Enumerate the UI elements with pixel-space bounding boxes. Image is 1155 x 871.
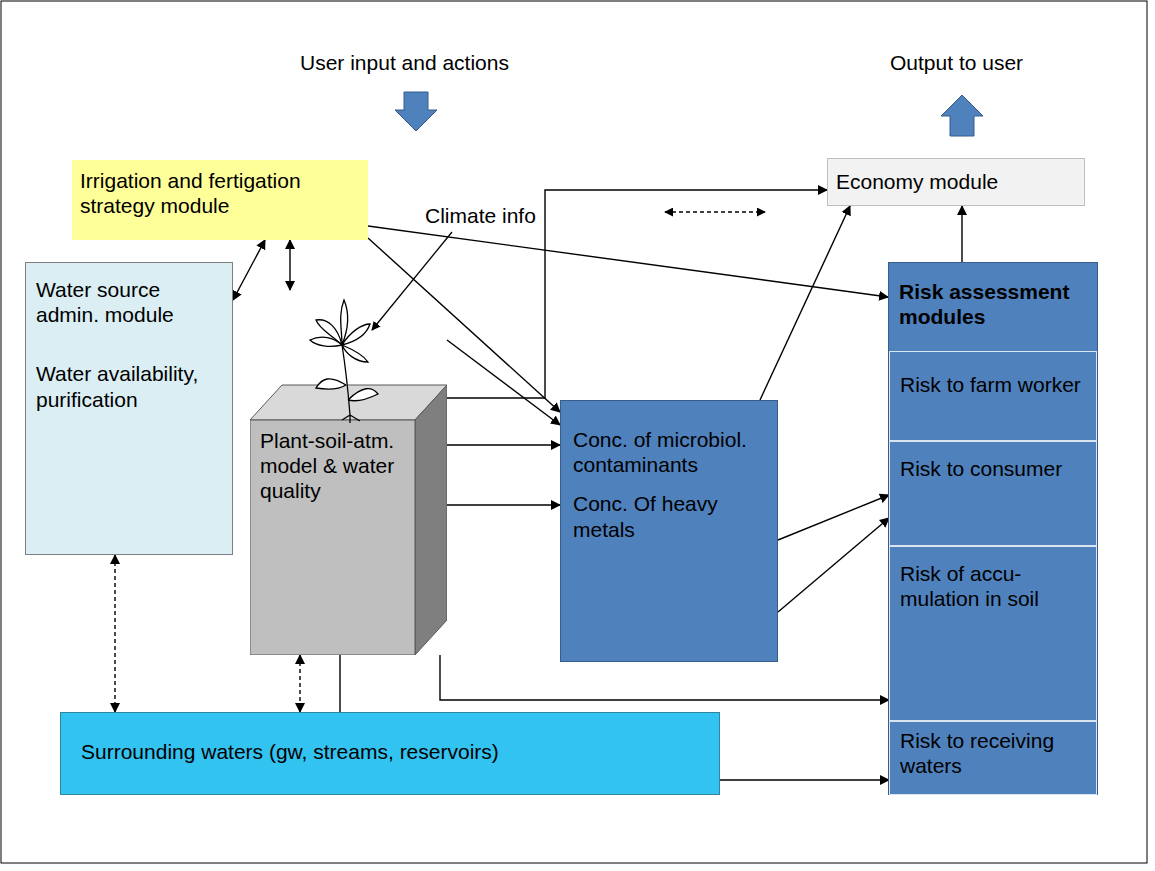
node-title: Risk to consumer [900, 456, 1086, 481]
node-title: Irrigation and fertigation strategy modu… [80, 168, 360, 218]
plant-stroke [316, 379, 346, 389]
risk-box: Risk to farm worker [889, 351, 1097, 441]
cube-face [415, 385, 447, 655]
surrounding-waters-band: Surrounding waters (gw, streams, reservo… [60, 712, 720, 795]
connector [368, 226, 888, 297]
risk-box: Risk to receiving waters [889, 721, 1097, 795]
plant-soil-model: Plant-soil-atm. model & water quality [250, 290, 447, 655]
plant-stroke [342, 345, 368, 362]
node-title: Risk of accu- mulation in soil [900, 561, 1086, 611]
connector [778, 495, 889, 540]
node-text: Conc. Of heavy metals [573, 491, 765, 541]
output-label: Output to user [890, 50, 1023, 75]
economy-module: Economy module [827, 158, 1085, 206]
input-block-arrow [395, 92, 437, 131]
node-title: Risk to receiving waters [900, 728, 1086, 778]
node-title: Economy module [836, 169, 1076, 194]
risk-box: Risk of accu- mulation in soil [889, 546, 1097, 721]
node-title: Plant-soil-atm. model & water quality [260, 428, 439, 504]
dashed-double-arrow [665, 211, 765, 212]
strategy-module: Irrigation and fertigation strategy modu… [72, 160, 368, 240]
connector [447, 340, 560, 425]
connector [447, 504, 560, 505]
connector [961, 206, 962, 262]
concentration-box: Conc. of microbiol. contaminantsConc. Of… [560, 400, 778, 662]
node-title: Risk assessment modules [899, 279, 1087, 329]
connector [760, 206, 850, 400]
node-title: Conc. of microbiol. contaminants [573, 427, 765, 477]
risk-assessment-column: Risk assessment modulesRisk to farm work… [888, 262, 1098, 795]
connector [289, 240, 290, 290]
output-block-arrow [941, 95, 983, 136]
dashed-connector [114, 555, 115, 712]
node-title: Surrounding waters (gw, streams, reservo… [81, 739, 699, 764]
climate-leader [372, 232, 452, 330]
node-title: Risk to farm worker [900, 372, 1086, 397]
plant-stroke [342, 345, 350, 415]
plant-stroke [310, 337, 342, 346]
connector [447, 444, 560, 445]
plant-stroke [342, 415, 360, 423]
water-source-module: Water source admin. moduleWater availabi… [25, 262, 233, 555]
connector [778, 518, 889, 612]
input-label: User input and actions [300, 50, 509, 75]
connector [233, 240, 265, 300]
plant-stroke [348, 389, 378, 401]
climate-label: Climate info [425, 203, 536, 228]
risk-box: Risk to consumer [889, 441, 1097, 546]
dashed-connector [299, 655, 300, 712]
plant-stroke [342, 324, 370, 345]
node-text: Water availability, purification [36, 361, 222, 411]
node-title: Water source admin. module [36, 277, 222, 327]
